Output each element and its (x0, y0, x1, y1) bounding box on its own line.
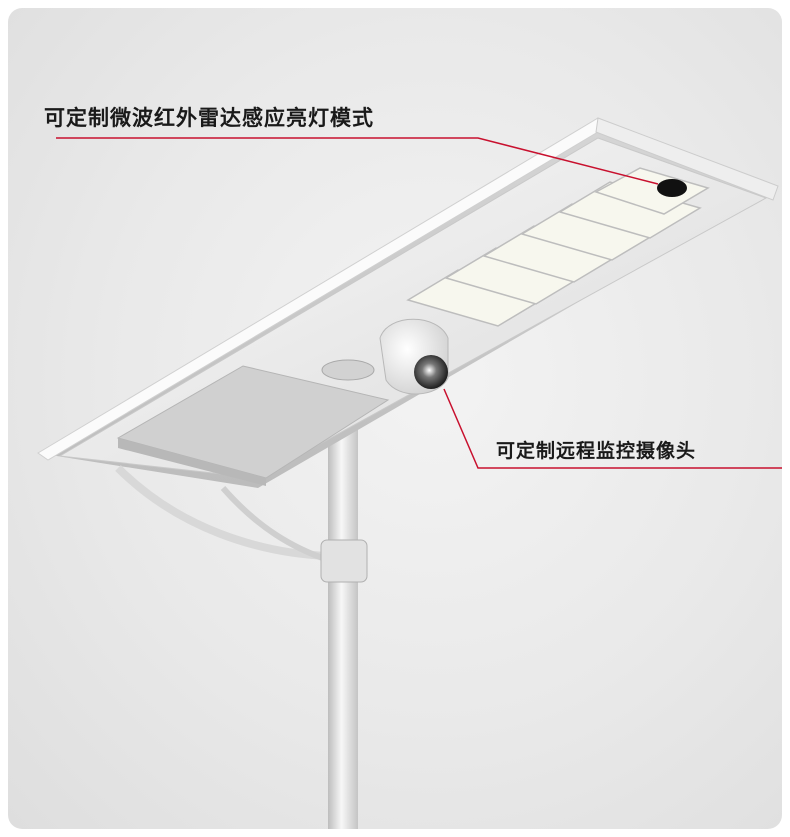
radar-callout-line (56, 137, 659, 185)
surveillance-camera (379, 318, 449, 395)
radar-sensing-label: 可定制微波红外雷达感应亮灯模式 (44, 106, 374, 130)
camera-lens (414, 355, 448, 389)
pole (328, 378, 358, 829)
product-image-frame: 可定制微波红外雷达感应亮灯模式 可定制远程监控摄像头 (8, 8, 782, 829)
led-modules (406, 167, 710, 327)
battery-box (116, 365, 390, 479)
pole-clamp (320, 539, 368, 583)
camera-callout-line (443, 388, 782, 469)
mounting-arm (115, 465, 329, 560)
pole-top-flange (321, 359, 375, 381)
radar-sensor (657, 179, 687, 197)
led-module (558, 181, 702, 239)
camera-label: 可定制远程监控摄像头 (496, 440, 697, 462)
solar-street-light-illustration (37, 117, 782, 829)
